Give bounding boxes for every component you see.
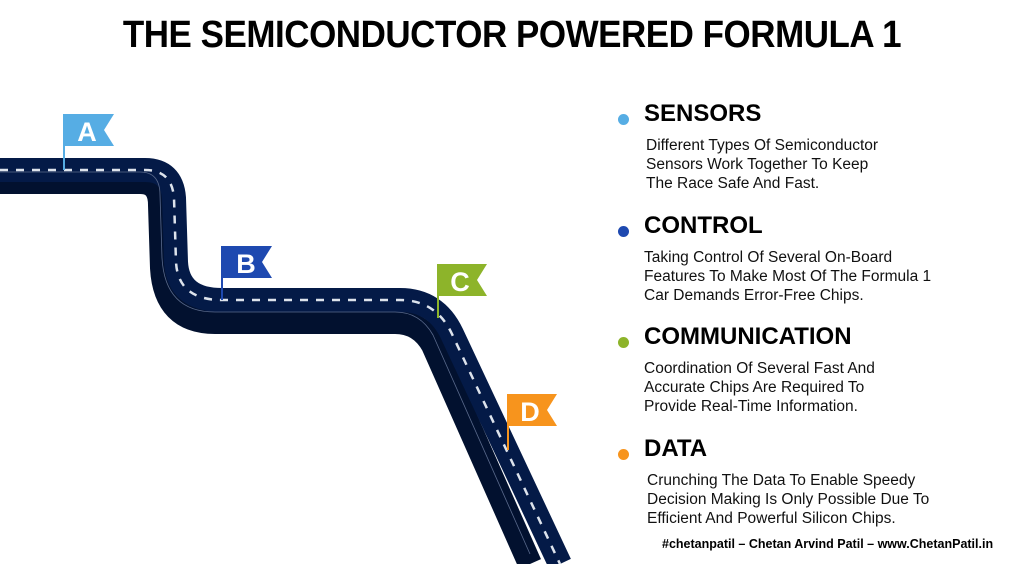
desc-line: Car Demands Error-Free Chips. xyxy=(644,287,864,304)
flag-c: C xyxy=(437,264,487,318)
desc-line: Different Types Of Semiconductor xyxy=(646,137,879,154)
desc-line: The Race Safe And Fast. xyxy=(646,175,820,192)
item-description: Taking Control Of Several On-Board Featu… xyxy=(644,248,931,305)
item-description: Different Types Of Semiconductor Sensors… xyxy=(646,136,878,193)
bullet-dot-icon xyxy=(618,114,629,125)
flag-d-letter: D xyxy=(520,397,540,427)
flag-a-banner xyxy=(64,114,114,146)
item-heading: DATA xyxy=(644,435,708,462)
desc-line: Provide Real-Time Information. xyxy=(644,398,858,415)
page-title: THE SEMICONDUCTOR POWERED FORMULA 1 xyxy=(122,14,902,56)
desc-line: Crunching The Data To Enable Speedy xyxy=(647,472,916,489)
bullet-dot-icon xyxy=(618,226,629,237)
item-heading: SENSORS xyxy=(644,100,762,127)
lane-dashes xyxy=(0,168,562,564)
flag-b-letter: B xyxy=(236,249,256,279)
item-description: Coordination Of Several Fast And Accurat… xyxy=(644,359,875,416)
flag-a-letter: A xyxy=(77,117,97,147)
bullet-dot-icon xyxy=(618,337,629,348)
road-highlight xyxy=(0,171,531,555)
item-heading: CONTROL xyxy=(644,212,763,239)
desc-line: Accurate Chips Are Required To xyxy=(644,379,865,396)
flag-c-letter: C xyxy=(450,267,470,297)
desc-line: Efficient And Powerful Silicon Chips. xyxy=(647,510,896,527)
road-surface xyxy=(0,158,571,564)
road-edge xyxy=(0,170,541,564)
bullet-dot-icon xyxy=(618,449,629,460)
flag-b: B xyxy=(221,246,272,300)
item-heading: COMMUNICATION xyxy=(644,323,852,350)
flag-a: A xyxy=(63,114,114,170)
flag-d: D xyxy=(507,394,557,450)
desc-line: Features To Make Most Of The Formula 1 xyxy=(644,268,932,285)
desc-line: Taking Control Of Several On-Board xyxy=(644,249,893,266)
footer-credit: #chetanpatil – Chetan Arvind Patil – www… xyxy=(662,537,994,551)
desc-line: Coordination Of Several Fast And xyxy=(644,360,875,377)
desc-line: Sensors Work Together To Keep xyxy=(646,156,869,173)
item-description: Crunching The Data To Enable Speedy Deci… xyxy=(647,471,929,528)
desc-line: Decision Making Is Only Possible Due To xyxy=(647,491,930,508)
